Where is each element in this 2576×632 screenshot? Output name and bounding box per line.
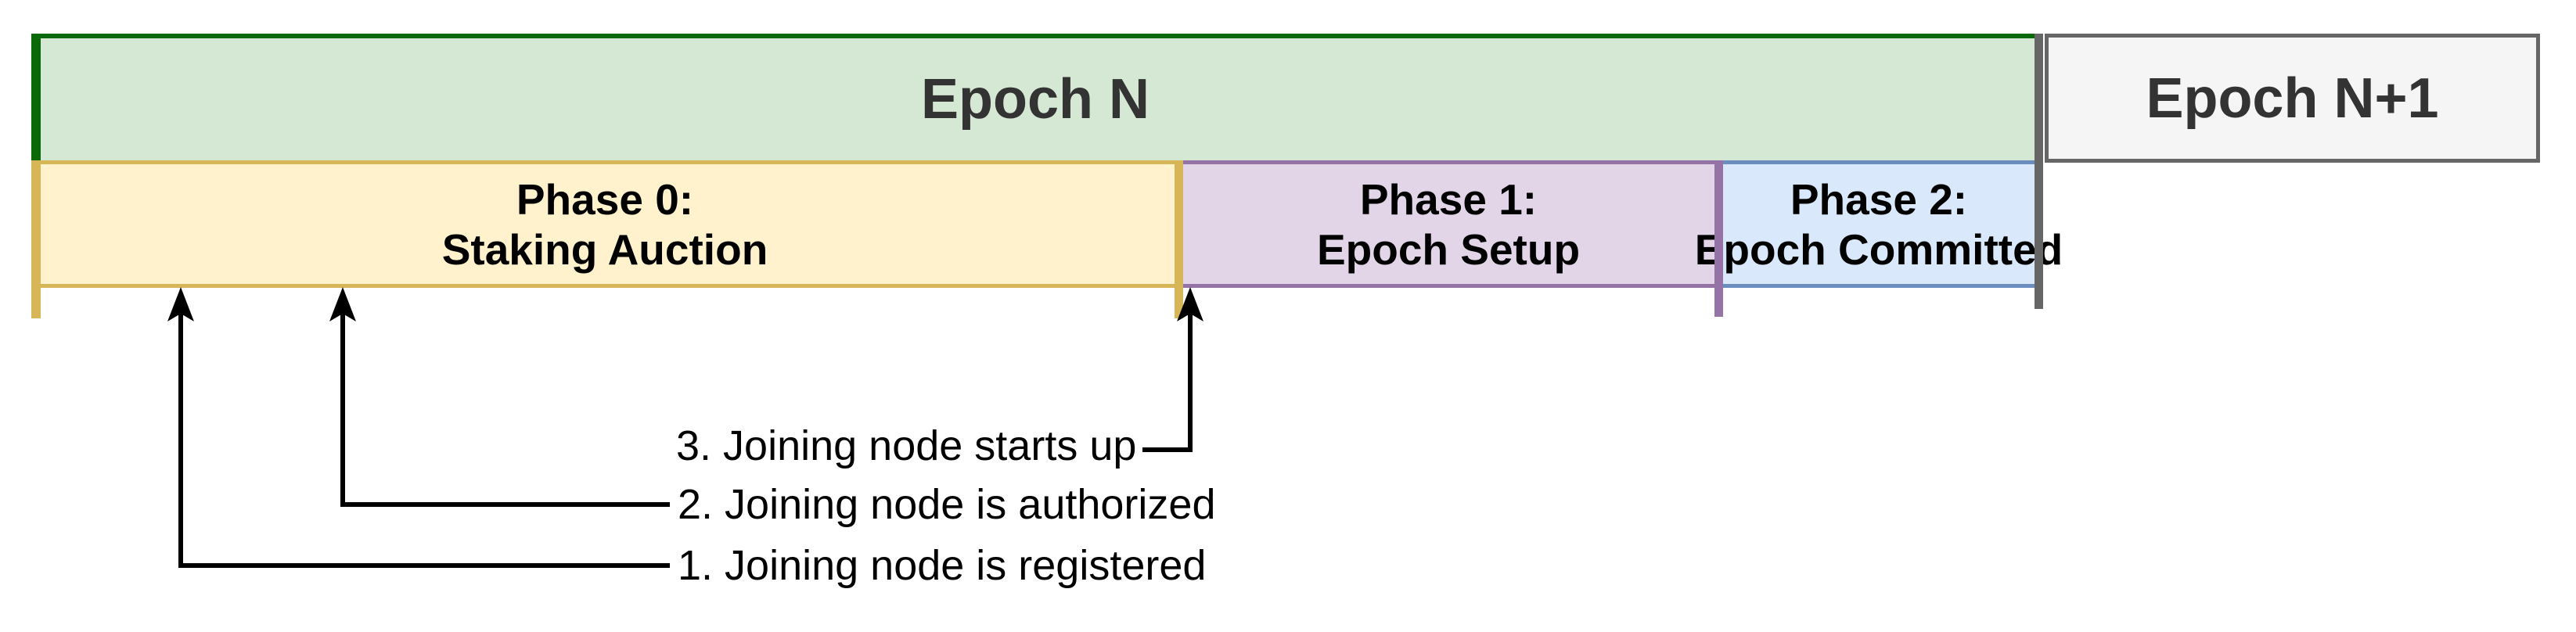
arrow-node-starts-up xyxy=(1142,287,1203,452)
phase0-staking-auction-bar: Phase 0: Staking Auction xyxy=(31,160,1178,288)
epoch-n1-box: Epoch N+1 xyxy=(2045,34,2540,163)
epoch-n1-label: Epoch N+1 xyxy=(2146,66,2439,130)
phase1-subtitle: Epoch Setup xyxy=(1316,224,1581,274)
phase2-subtitle: Epoch Committed xyxy=(1694,224,2063,274)
phase1-title: Phase 1: xyxy=(1359,174,1538,224)
annotation-node-authorized: 2. Joining node is authorized xyxy=(678,481,1216,528)
phase2-title: Phase 2: xyxy=(1790,174,1968,224)
phase0-end-boundary-line xyxy=(1175,160,1183,318)
phase0-title: Phase 0: xyxy=(516,174,694,224)
phase1-end-boundary-line xyxy=(1714,160,1723,317)
arrow-line xyxy=(340,313,670,507)
epoch-n-label: Epoch N xyxy=(920,68,1149,131)
phase1-epoch-setup-bar: Phase 1: Epoch Setup xyxy=(1178,160,1718,288)
arrow-node-registered xyxy=(167,287,670,568)
arrow-head xyxy=(167,287,194,321)
phase0-start-boundary-line xyxy=(31,160,41,318)
epoch-n-bar: Epoch N xyxy=(31,34,2039,160)
epoch-boundary-line xyxy=(2035,34,2043,309)
arrow-head xyxy=(329,287,356,321)
arrow-line xyxy=(178,313,670,568)
arrow-node-authorized xyxy=(329,287,670,507)
phase0-subtitle: Staking Auction xyxy=(441,224,768,274)
annotation-node-starts-up: 3. Joining node starts up xyxy=(676,422,1137,469)
arrow-line xyxy=(1142,313,1193,452)
arrow-head xyxy=(1177,287,1203,321)
epoch-start-boundary-line xyxy=(31,34,41,160)
annotation-node-registered: 1. Joining node is registered xyxy=(678,542,1207,589)
